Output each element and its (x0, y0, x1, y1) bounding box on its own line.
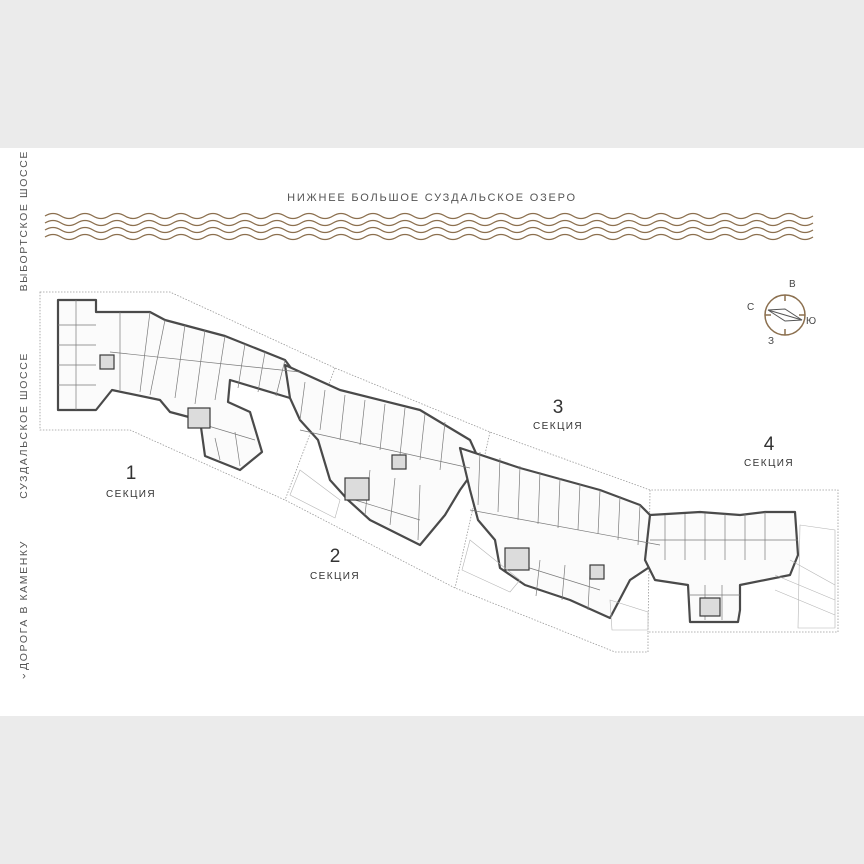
interior-walls (58, 300, 798, 620)
compass-north: С (747, 302, 755, 313)
section-1-number[interactable]: 1 (125, 463, 137, 484)
section-dividers (284, 367, 651, 633)
section-2-number[interactable]: 2 (329, 546, 341, 567)
section-1-building (56, 298, 302, 472)
section-1-label[interactable]: СЕКЦИЯ (106, 489, 156, 500)
terrace-areas (289, 469, 836, 631)
section-4-building (643, 510, 800, 624)
section-3-building (458, 446, 662, 620)
section-2-label[interactable]: СЕКЦИЯ (310, 571, 360, 582)
compass-icon (764, 294, 806, 336)
section-3-label[interactable]: СЕКЦИЯ (533, 421, 583, 432)
compass-west: З (768, 336, 775, 347)
stair-cores (99, 354, 721, 617)
section-4-number[interactable]: 4 (763, 434, 775, 455)
lake-waves (44, 212, 814, 241)
section-2-building (283, 363, 482, 547)
compass-east: В (789, 279, 796, 290)
section-3-number[interactable]: 3 (552, 397, 564, 418)
lake-title: НИЖНЕЕ БОЛЬШОЕ СУЗДАЛЬСКОЕ ОЗЕРО (287, 192, 577, 204)
building-footprint (56, 298, 800, 624)
compass-south: Ю (806, 316, 817, 327)
section-4-label[interactable]: СЕКЦИЯ (744, 458, 794, 469)
